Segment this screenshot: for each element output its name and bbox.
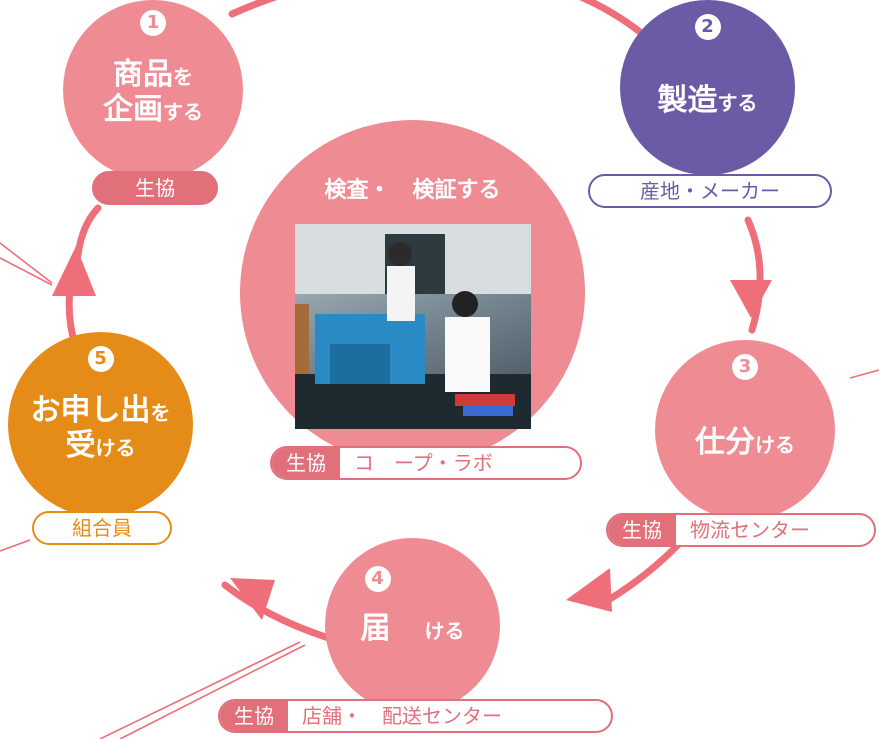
step-1-node: 1 商品を 企画する: [63, 0, 243, 180]
step-3-number: 3: [732, 354, 758, 380]
center-org-label: 生協: [272, 448, 340, 478]
step-1-number: 1: [140, 10, 166, 36]
step-4-title: 届ける: [360, 611, 465, 646]
step-4-org-label: 生協: [220, 701, 288, 731]
step-3-org-label: 生協: [608, 515, 676, 545]
center-pill: 生協 コ ープ・ラボ: [270, 446, 582, 480]
step-2-title: 製造する: [657, 83, 758, 118]
connector-lines: [0, 242, 879, 739]
loop-arc-bottom-left: [221, 581, 339, 644]
step-4-number: 4: [364, 566, 391, 592]
step-3-place-label: 物流センター: [690, 518, 810, 542]
step-3-pill: 生協 物流センター: [606, 513, 876, 547]
step-5-node: 5 お申し出を 受ける: [8, 332, 193, 517]
center-title: 検査・ 検証する: [324, 178, 501, 203]
step-5-place-label: 組合員: [72, 516, 132, 540]
arrow-downleft-icon: [566, 568, 612, 612]
step-5-number: 5: [87, 346, 114, 372]
step-4-node: 4 届ける: [325, 538, 500, 713]
arrow-left-icon: [230, 578, 275, 620]
loop-arc-top: [228, 0, 644, 36]
step-2-node: 2 製造する: [620, 0, 795, 175]
step-1-pill: 生協: [92, 171, 218, 205]
step-1-title: 商品を 企画する: [103, 57, 203, 127]
step-5-pill: 組合員: [32, 511, 172, 545]
step-5-title: お申し出を 受ける: [30, 393, 171, 463]
arrowheads: [52, 246, 772, 620]
step-2-number: 2: [694, 14, 721, 40]
step-3-title: 仕分ける: [695, 425, 795, 460]
step-2-pill: 産地・メーカー: [588, 174, 832, 208]
step-4-pill: 生協 店舗・ 配送センター: [218, 699, 613, 733]
arrow-up-icon: [52, 246, 96, 296]
step-3-node: 3 仕分ける: [655, 340, 835, 520]
center-place-label: コ ープ・ラボ: [354, 451, 493, 475]
step-4-place-label: 店舗・ 配送センター: [302, 704, 502, 728]
loop-arc-right: [744, 216, 764, 334]
step-1-org-label: 生協: [121, 173, 189, 203]
step-2-place-label: 産地・メーカー: [640, 179, 780, 203]
lab-photo-icon: [295, 224, 531, 429]
lab-photo: [295, 224, 531, 429]
arrow-down-icon: [730, 280, 772, 318]
